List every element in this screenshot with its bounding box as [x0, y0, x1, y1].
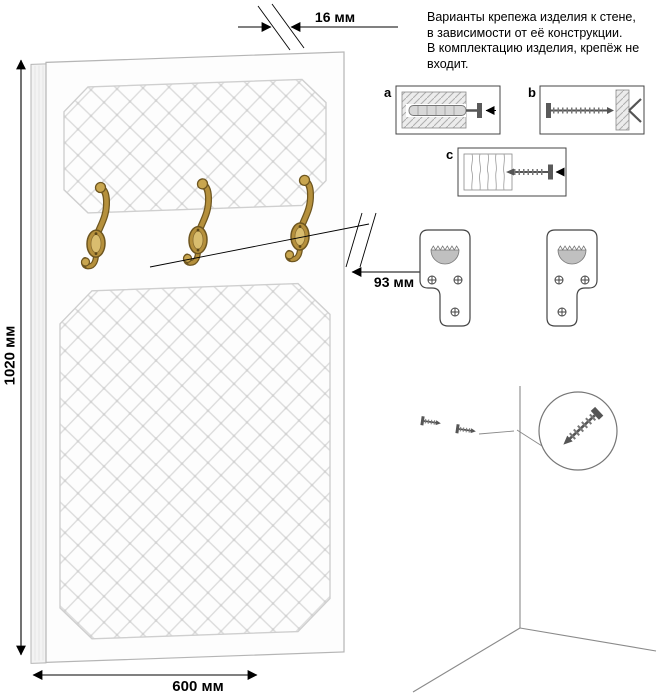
- hollow-wall-section: [615, 89, 630, 131]
- dimension-width-label: 600 мм: [172, 678, 224, 695]
- keyhole-slot: [557, 249, 587, 265]
- keyhole-slot: [430, 249, 460, 265]
- corner-installation-drawing: [412, 386, 657, 693]
- coat-hook: [284, 174, 315, 263]
- magnified-screw: [563, 406, 604, 445]
- anchor-wing: [628, 98, 642, 112]
- fastening-option-c-label: c: [446, 147, 454, 162]
- screw-head: [546, 103, 551, 118]
- wall-plug-dowel: [408, 105, 467, 116]
- dimension-hook-offset-label: 93 мм: [373, 274, 415, 290]
- quilted-panel-bottom: [59, 282, 331, 640]
- dimension-lines: [16, 3, 430, 680]
- mounting-screw: [455, 424, 476, 434]
- keyhole-bracket-right: [546, 229, 598, 327]
- screw-detail-magnifier: [516, 391, 618, 471]
- bracket-screw-holes: [427, 275, 463, 317]
- fastening-option-b-diagram: [539, 85, 645, 135]
- quilted-panel-top: [63, 78, 327, 214]
- fastening-option-c-diagram: [457, 147, 567, 197]
- bracket-screw-holes: [554, 275, 590, 317]
- fastening-option-b-label: b: [528, 85, 536, 100]
- mounting-screw: [420, 416, 441, 426]
- screw-head: [548, 164, 553, 180]
- wall-panel-drawing: [30, 51, 345, 664]
- dimension-thickness-label: 16 мм: [314, 9, 356, 25]
- anchor-wing: [628, 109, 642, 123]
- keyhole-bracket-left: [419, 229, 471, 327]
- screw-head: [477, 103, 482, 118]
- panel-side-edge: [30, 63, 47, 664]
- fastening-option-a-label: a: [384, 85, 392, 100]
- coat-hook: [80, 181, 111, 270]
- fastening-note-text: Варианты крепежа изделия к стене, в зави…: [427, 10, 640, 71]
- dimension-height-label: 1020 мм: [1, 325, 19, 386]
- coat-hook: [182, 178, 213, 266]
- fastening-option-a-diagram: [395, 85, 501, 135]
